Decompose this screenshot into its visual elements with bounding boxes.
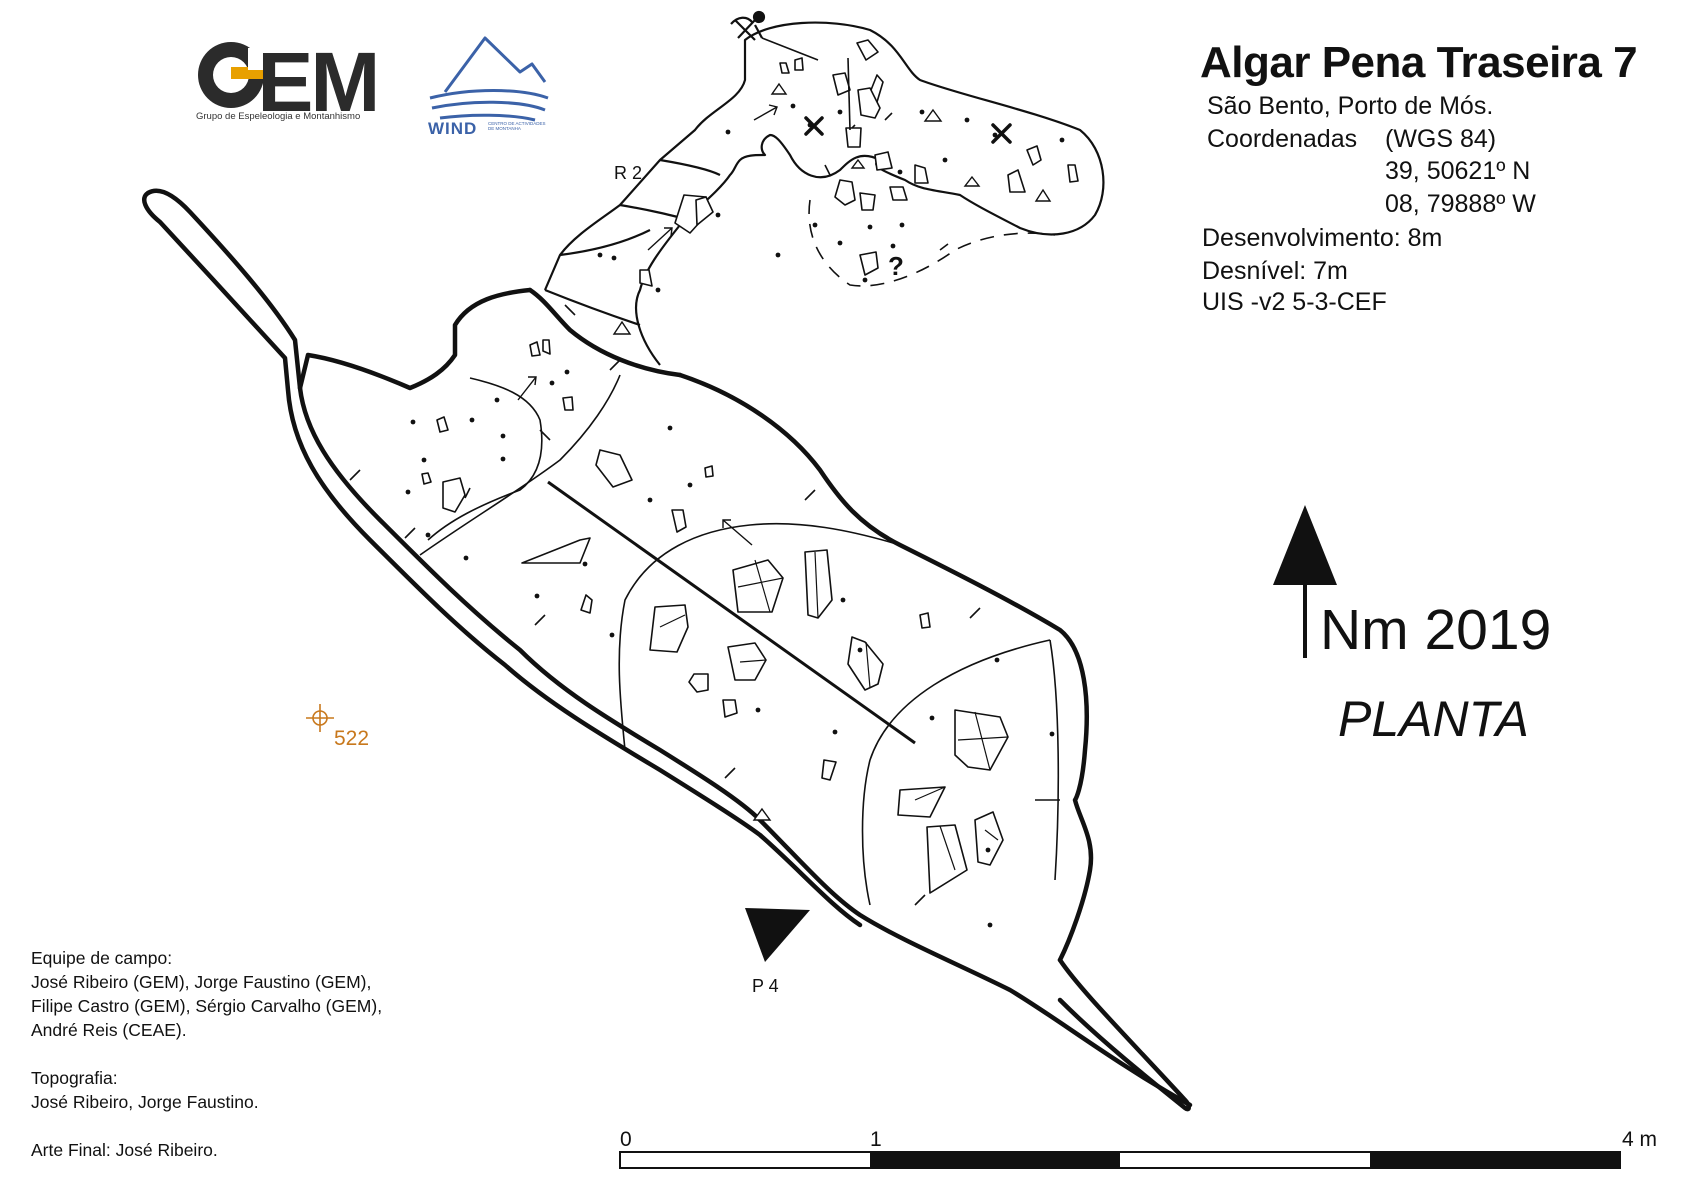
team-line-1: José Ribeiro (GEM), Jorge Faustino (GEM)… <box>31 972 372 992</box>
wind-logo-icon <box>429 36 549 122</box>
team-line-3: André Reis (CEAE). <box>31 1020 187 1040</box>
team-heading: Equipe de campo: <box>31 948 173 968</box>
station-r2-label: R 2 <box>614 163 643 183</box>
boulder-facets <box>659 551 1009 871</box>
topo-heading: Topografia: <box>31 1068 118 1088</box>
gem-logo-icon <box>198 42 266 108</box>
north-arrow-icon <box>1273 505 1337 658</box>
latitude-text: 39, 50621º N <box>1385 157 1531 185</box>
north-survey-label: Nm 2019 <box>1320 598 1552 662</box>
credits-block: Equipe de campo: José Ribeiro (GEM), Jor… <box>31 946 382 1162</box>
credits-spacer <box>31 1114 382 1138</box>
development-text: Desenvolvimento: 8m <box>1202 224 1443 252</box>
map-title: Algar Pena Traseira 7 <box>1200 38 1638 87</box>
team-line-2: Filipe Castro (GEM), Sérgio Carvalho (GE… <box>31 996 383 1016</box>
p4-pointer-icon <box>745 908 810 962</box>
upper-inner-lines <box>761 37 851 131</box>
boulders <box>421 39 1079 894</box>
scale-bar <box>619 1151 1621 1169</box>
datum-text: (WGS 84) <box>1385 125 1497 153</box>
view-label: PLANTA <box>1338 691 1529 747</box>
longitude-text: 08, 79888º W <box>1385 190 1536 218</box>
coordinates-label: Coordenadas <box>1207 125 1358 153</box>
station-p4-label: P 4 <box>752 976 779 996</box>
credits-spacer <box>31 1042 382 1066</box>
slope-arrows <box>517 104 778 546</box>
topo-names: José Ribeiro, Jorge Faustino. <box>31 1092 259 1112</box>
scale-label-end: 4 m <box>1622 1128 1658 1151</box>
wind-logo-text: WIND <box>428 119 478 138</box>
survey-axis-line <box>547 480 916 745</box>
uis-code-text: UIS -v2 5-3-CEF <box>1202 288 1387 316</box>
gem-logo-text: GEM <box>195 40 380 124</box>
floor-dots <box>405 103 1065 928</box>
scale-label-0: 0 <box>620 1128 632 1151</box>
entrance-icon <box>730 10 766 41</box>
elevation-label: 522 <box>334 727 370 750</box>
scale-label-1: 1 <box>870 1128 882 1151</box>
gem-logo-subtitle: Grupo de Espeleologia e Montanhismo <box>196 111 361 122</box>
art-credit: Arte Final: José Ribeiro. <box>31 1140 218 1160</box>
cave-outer-wall <box>142 188 1193 1112</box>
location-text: São Bento, Porto de Mós. <box>1207 92 1494 120</box>
small-triangles <box>612 82 1052 821</box>
dashed-outline <box>808 199 1056 287</box>
benchmark-icon <box>306 704 334 732</box>
vertical-range-text: Desnível: 7m <box>1202 257 1348 285</box>
passage-divisions <box>419 374 1060 906</box>
gem-logo-rest: EM <box>257 35 380 129</box>
unknown-marker: ? <box>888 251 904 281</box>
upper-chamber-outline <box>543 21 1105 366</box>
column-markers <box>804 116 1012 144</box>
wind-logo-subtitle: CENTRO DE ACTIVIDADES DE MONTANHA <box>488 121 546 131</box>
